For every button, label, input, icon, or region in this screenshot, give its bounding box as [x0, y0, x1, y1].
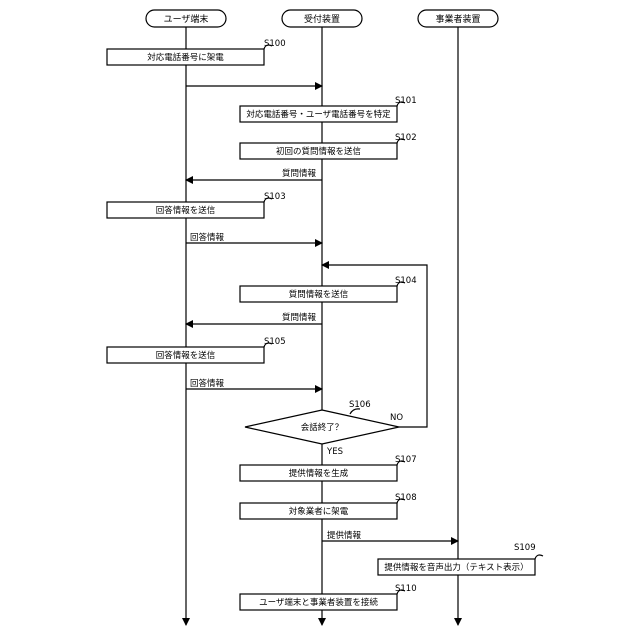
step-s101: 対応電話番号・ユーザ電話番号を特定 S101	[240, 96, 417, 122]
msg-answer-2-label: 回答情報	[190, 378, 225, 389]
step-s108-label: 対象業者に架電	[289, 506, 349, 517]
step-s100: 対応電話番号に架電 S100	[107, 39, 286, 65]
msg-answer-1-label: 回答情報	[190, 232, 225, 243]
step-s102: 初回の質問情報を送信 S102	[240, 133, 417, 159]
lane-reception-label: 受付装置	[304, 13, 340, 25]
step-s106-label: 会話終了？	[301, 422, 344, 433]
step-s104-label: 質問情報を送信	[289, 289, 349, 300]
step-s102-label: 初回の質問情報を送信	[276, 146, 362, 157]
step-s109-label: 提供情報を音声出力（テキスト表示）	[384, 562, 528, 573]
branch-no-label: NO	[390, 413, 403, 423]
step-s100-id: S100	[264, 39, 286, 49]
msg-question-2-label: 質問情報	[282, 312, 317, 323]
step-s110-label: ユーザ端末と事業者装置を接続	[259, 597, 378, 608]
lane-header-user: ユーザ端末	[146, 10, 226, 27]
step-s108: 対象業者に架電 S108	[240, 493, 417, 519]
step-s105-label: 回答情報を送信	[156, 350, 216, 361]
branch-yes-label: YES	[326, 447, 343, 457]
lane-business-label: 事業者装置	[435, 13, 480, 25]
step-s105-id: S105	[264, 337, 286, 347]
step-s107-id: S107	[395, 455, 417, 465]
step-s103-label: 回答情報を送信	[156, 205, 216, 216]
step-s101-id: S101	[395, 96, 417, 106]
step-s101-label: 対応電話番号・ユーザ電話番号を特定	[246, 109, 391, 120]
msg-provide-label: 提供情報	[327, 530, 362, 541]
step-s100-label: 対応電話番号に架電	[147, 52, 224, 63]
lane-header-reception: 受付装置	[282, 10, 362, 27]
lane-header-business: 事業者装置	[418, 10, 498, 27]
step-s104: 質問情報を送信 S104	[240, 276, 417, 302]
lane-user-label: ユーザ端末	[164, 13, 209, 25]
step-s109-id: S109	[514, 543, 536, 553]
step-s110: ユーザ端末と事業者装置を接続 S110	[240, 584, 417, 610]
step-s103-id: S103	[264, 192, 286, 202]
step-s109: 提供情報を音声出力（テキスト表示） S109	[378, 543, 543, 575]
step-s109-leader	[535, 555, 543, 559]
step-s104-id: S104	[395, 276, 417, 286]
step-s108-id: S108	[395, 493, 417, 503]
step-s105: 回答情報を送信 S105	[107, 337, 286, 363]
step-s106-id: S106	[349, 400, 371, 410]
step-s110-id: S110	[395, 584, 417, 594]
msg-question-1-label: 質問情報	[282, 168, 317, 179]
step-s107: 提供情報を生成 S107	[240, 455, 417, 481]
step-s103: 回答情報を送信 S103	[107, 192, 286, 218]
step-s107-label: 提供情報を生成	[289, 468, 349, 479]
step-s102-id: S102	[395, 133, 417, 143]
